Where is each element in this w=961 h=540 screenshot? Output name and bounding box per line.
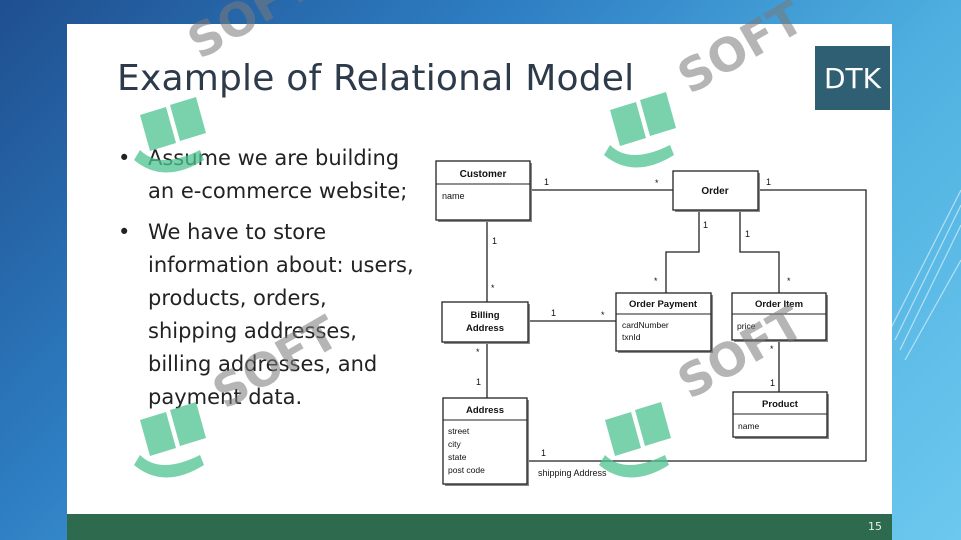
multiplicity: * <box>601 310 605 320</box>
class-billing-address: Billing Address <box>441 301 530 344</box>
page-number: 15 <box>868 520 882 533</box>
multiplicity: 1 <box>476 377 481 387</box>
multiplicity: 1 <box>492 236 497 246</box>
class-address: Address street city state post code <box>442 397 529 486</box>
class-title: Product <box>762 399 799 410</box>
multiplicity: 1 <box>544 177 549 187</box>
class-attr: name <box>738 421 760 431</box>
footer-bar: 15 <box>67 514 892 540</box>
class-title-line: Billing <box>470 310 499 321</box>
multiplicity: * <box>770 344 774 354</box>
multiplicity: 1 <box>703 220 708 230</box>
class-attr: city <box>448 439 462 449</box>
multiplicity: * <box>476 347 480 357</box>
multiplicity: * <box>655 178 659 188</box>
class-order-payment: Order Payment cardNumber txnId <box>615 292 713 353</box>
class-product: Product name <box>732 391 829 439</box>
multiplicity: 1 <box>766 177 771 187</box>
bullet-item: • We have to store information about: us… <box>112 216 422 414</box>
class-attr: post code <box>448 465 485 475</box>
class-title: Order <box>701 186 728 197</box>
logo-text: DTK <box>823 61 882 95</box>
class-customer: Customer name <box>435 160 532 222</box>
multiplicity: 1 <box>770 378 775 388</box>
class-title-line: Address <box>466 323 504 334</box>
multiplicity-labels: 1 * 1 1 * 1 * 1 * 1 * * 1 * 1 1 shipping… <box>476 177 791 478</box>
bullet-list: • Assume we are building an e-commerce w… <box>112 142 422 422</box>
multiplicity: * <box>787 276 791 286</box>
multiplicity: * <box>654 276 658 286</box>
bullet-text: We have to store information about: user… <box>148 220 414 409</box>
class-attr: name <box>442 191 465 201</box>
multiplicity: 1 <box>745 229 750 239</box>
class-title: Order Item <box>755 299 803 310</box>
class-order-item: Order Item price <box>731 292 828 342</box>
bullet-dot: • <box>118 220 131 244</box>
association-label: shipping Address <box>538 468 607 478</box>
class-title: Address <box>466 405 504 416</box>
class-attr: street <box>448 426 470 436</box>
class-attr: cardNumber <box>622 320 669 330</box>
multiplicity: * <box>491 283 495 293</box>
class-attr: state <box>448 452 467 462</box>
multiplicity: 1 <box>541 448 546 458</box>
class-attr: txnId <box>622 332 641 342</box>
class-title: Customer <box>460 169 507 180</box>
multiplicity: 1 <box>551 308 556 318</box>
dtk-logo: DTK <box>815 46 890 110</box>
class-title: Order Payment <box>629 299 698 310</box>
bullet-dot: • <box>118 146 131 170</box>
class-order: Order <box>672 170 760 212</box>
class-attr: price <box>737 321 756 331</box>
slide-title: Example of Relational Model <box>117 58 635 99</box>
